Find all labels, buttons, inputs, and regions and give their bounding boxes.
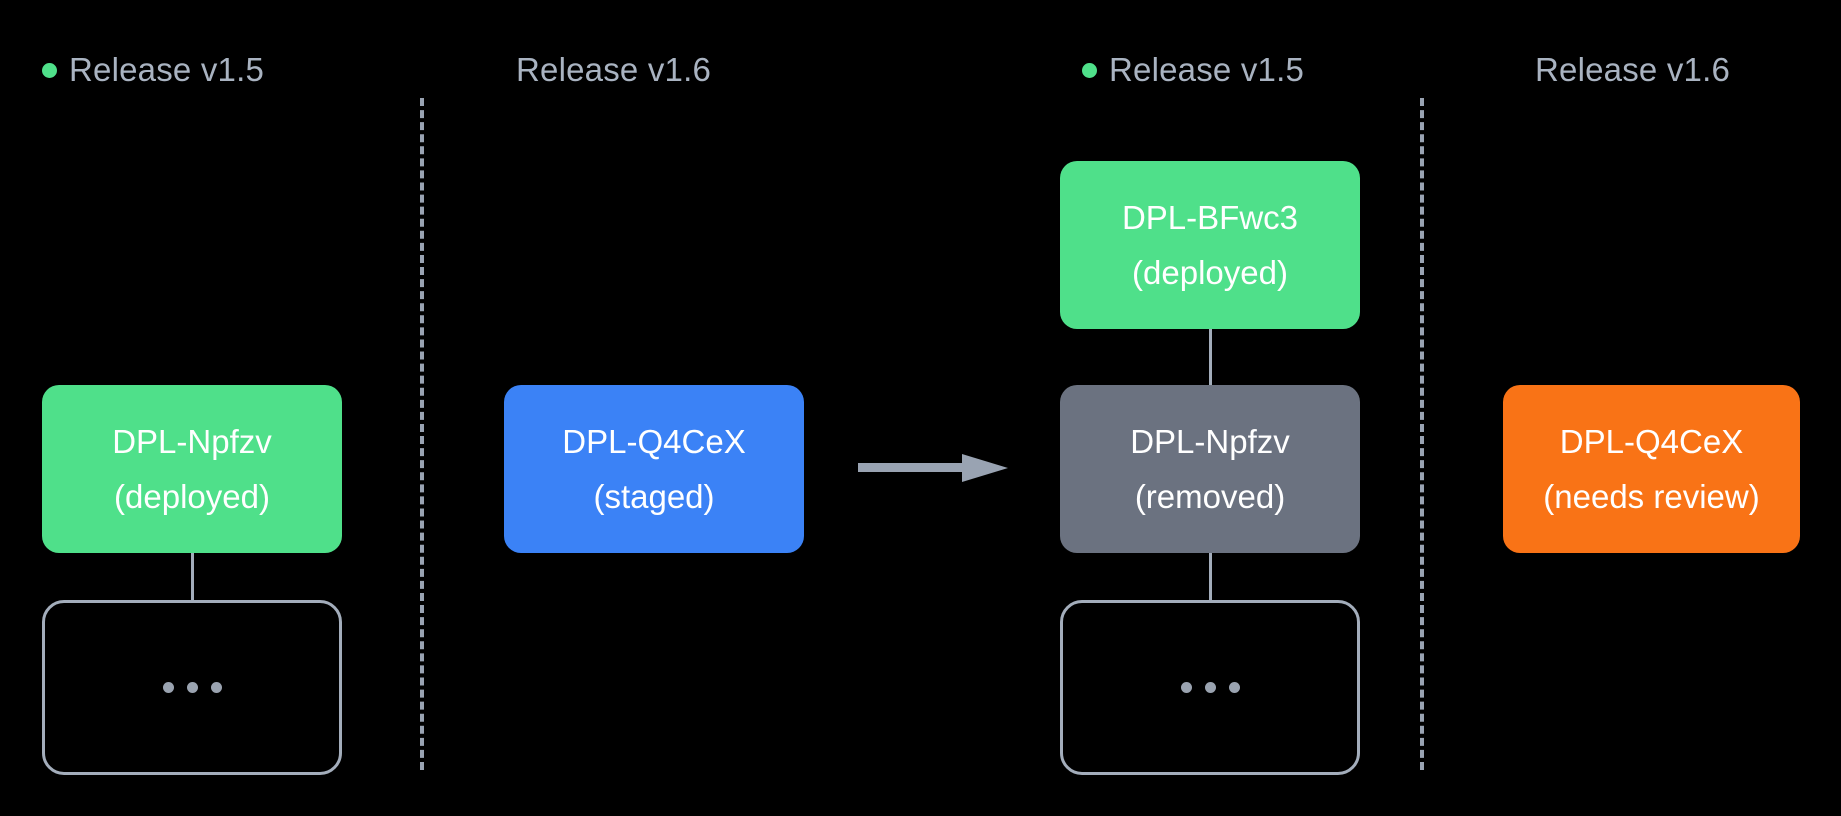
ellipsis-dot [1228, 682, 1240, 693]
connector-after-npfzv-to-ellipsis [1209, 553, 1212, 601]
node-card-before-q4cex[interactable]: DPL-Q4CeX (staged) [504, 385, 804, 553]
ellipsis-dot [1180, 682, 1192, 693]
node-status: (needs review) [1543, 478, 1760, 515]
connector-before-npfzv-to-ellipsis [191, 553, 194, 601]
node-name: DPL-BFwc3 [1121, 199, 1299, 236]
node-status: (deployed) [1132, 254, 1288, 291]
column-header-before-v15: Release v1.5 [42, 50, 264, 90]
column-divider-before [420, 98, 424, 770]
column-header-after-v16: Release v1.6 [1535, 50, 1730, 90]
node-name: DPL-Npfzv [112, 423, 272, 460]
node-status: (staged) [593, 478, 715, 515]
column-divider-after [1420, 98, 1424, 770]
column-header-before-v16: Release v1.6 [516, 50, 711, 90]
arrow-right-icon [858, 454, 1008, 482]
ellipsis-dot [210, 682, 222, 693]
column-header-label: Release v1.5 [1109, 51, 1305, 88]
collapsed-nodes-box-after[interactable] [1060, 600, 1360, 775]
transition-arrow [858, 450, 1008, 486]
ellipsis-dot [1204, 682, 1216, 693]
status-dot-icon [1082, 62, 1097, 78]
collapsed-nodes-box-before[interactable] [42, 600, 342, 775]
ellipsis-icon [1180, 682, 1240, 693]
node-card-before-npfzv[interactable]: DPL-Npfzv (deployed) [42, 385, 342, 553]
column-header-label: Release v1.6 [1535, 51, 1731, 88]
column-header-after-v15: Release v1.5 [1082, 50, 1304, 90]
status-dot-icon [42, 62, 57, 78]
ellipsis-icon [162, 682, 222, 693]
connector-after-bfwc3-to-npfzv [1209, 329, 1212, 386]
node-status: (deployed) [114, 478, 270, 515]
node-name: DPL-Q4CeX [1559, 423, 1744, 460]
column-header-label: Release v1.6 [516, 51, 712, 88]
node-name: DPL-Q4CeX [562, 423, 746, 460]
node-name: DPL-Npfzv [1130, 423, 1290, 460]
node-status: (removed) [1134, 478, 1286, 515]
node-card-after-bfwc3[interactable]: DPL-BFwc3 (deployed) [1060, 161, 1360, 329]
column-header-label: Release v1.5 [69, 51, 265, 88]
ellipsis-dot [186, 682, 198, 693]
node-card-after-q4cex[interactable]: DPL-Q4CeX (needs review) [1503, 385, 1800, 553]
node-card-after-npfzv[interactable]: DPL-Npfzv (removed) [1060, 385, 1360, 553]
ellipsis-dot [162, 682, 174, 693]
